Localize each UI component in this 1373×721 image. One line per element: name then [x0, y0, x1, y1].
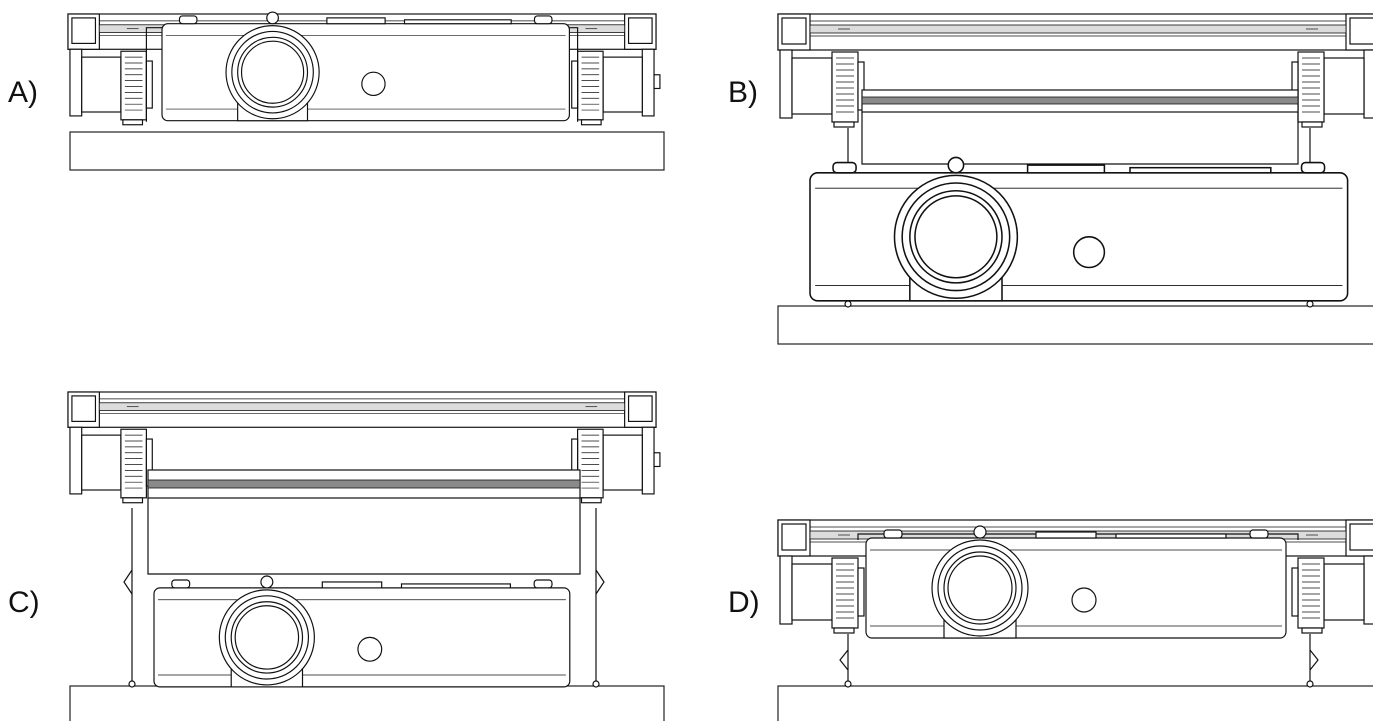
projector-c: [153, 575, 571, 688]
floor-a: [69, 131, 665, 171]
panel-b: B): [728, 13, 1373, 345]
frame-d: [839, 634, 1319, 688]
projector-b: [809, 156, 1349, 302]
panel-label-a: A): [8, 76, 38, 109]
floor-d: [777, 685, 1373, 721]
floor-c: [69, 685, 665, 721]
frame-c: [123, 469, 605, 688]
panel-d: D): [728, 519, 1373, 721]
panel-label-c: C): [8, 586, 40, 619]
panel-c: C): [8, 391, 665, 721]
panel-label-b: B): [728, 76, 758, 109]
panel-label-d: D): [728, 586, 760, 619]
floor-b: [777, 305, 1373, 345]
projector-a: [161, 11, 570, 122]
panel-a: A): [8, 11, 665, 171]
projector-d: [865, 525, 1287, 639]
